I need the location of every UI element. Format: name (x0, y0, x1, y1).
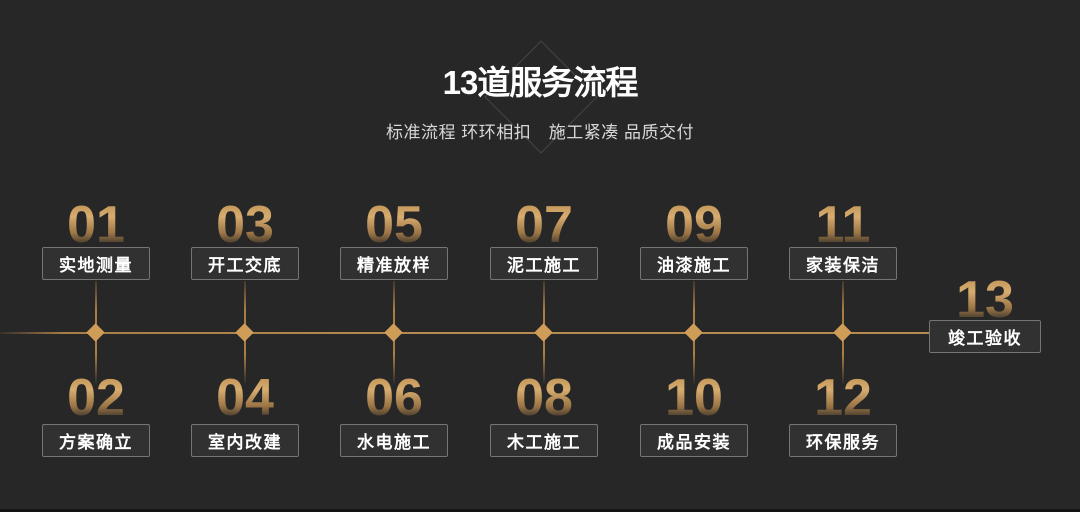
process-column-5: 09 油漆施工 10 成品安装 (619, 0, 769, 512)
step-box-09: 油漆施工 (640, 247, 748, 280)
timeline-node-diamond-1 (86, 323, 105, 342)
step-box-03: 开工交底 (191, 247, 299, 280)
step-box-04: 室内改建 (191, 424, 299, 457)
step-box-07: 泥工施工 (490, 247, 598, 280)
timeline-node-diamond-5 (684, 323, 703, 342)
step-box-01: 实地测量 (42, 247, 150, 280)
step-number-12: 12 (768, 372, 918, 424)
step-label-09: 油漆施工 (657, 256, 731, 275)
step-number-13: 13 (929, 274, 1041, 326)
step-number-04: 04 (170, 372, 320, 424)
timeline-line (0, 332, 929, 334)
step-label-06: 水电施工 (357, 433, 431, 452)
step-number-06: 06 (319, 372, 469, 424)
step-label-05: 精准放样 (357, 256, 431, 275)
step-label-01: 实地测量 (59, 256, 133, 275)
step-label-08: 木工施工 (507, 433, 581, 452)
step-number-10: 10 (619, 372, 769, 424)
step-box-06: 水电施工 (340, 424, 448, 457)
step-number-07: 07 (469, 199, 619, 251)
page-subtitle: 标准流程 环环相扣 施工紧凑 品质交付 (386, 123, 694, 142)
step-box-11: 家装保洁 (789, 247, 897, 280)
process-column-4: 07 泥工施工 08 木工施工 (469, 0, 619, 512)
step-number-11: 11 (768, 199, 918, 251)
step-label-12: 环保服务 (806, 433, 880, 452)
step-number-08: 08 (469, 372, 619, 424)
step-number-09: 09 (619, 199, 769, 251)
page-title: 13道服务流程 (442, 64, 639, 101)
step-label-03: 开工交底 (208, 256, 282, 275)
step-box-12: 环保服务 (789, 424, 897, 457)
step-box-13: 竣工验收 (929, 320, 1041, 353)
timeline-node-diamond-3 (384, 323, 403, 342)
step-label-02: 方案确立 (59, 433, 133, 452)
step-label-10: 成品安装 (657, 433, 731, 452)
process-column-1: 01 实地测量 02 方案确立 (21, 0, 171, 512)
step-number-03: 03 (170, 199, 320, 251)
step-number-05: 05 (319, 199, 469, 251)
step-box-05: 精准放样 (340, 247, 448, 280)
step-box-10: 成品安装 (640, 424, 748, 457)
step-label-04: 室内改建 (208, 433, 282, 452)
timeline-node-diamond-6 (833, 323, 852, 342)
step-label-13: 竣工验收 (948, 329, 1022, 348)
step-box-08: 木工施工 (490, 424, 598, 457)
step-box-02: 方案确立 (42, 424, 150, 457)
timeline-node-diamond-2 (235, 323, 254, 342)
step-label-11: 家装保洁 (806, 256, 880, 275)
bottom-edge-strip (0, 509, 1080, 512)
process-column-6: 11 家装保洁 12 环保服务 (768, 0, 918, 512)
timeline-node-diamond-4 (534, 323, 553, 342)
step-label-07: 泥工施工 (507, 256, 581, 275)
step-number-01: 01 (21, 199, 171, 251)
process-column-final: 13 竣工验收 (929, 0, 1041, 512)
process-column-3: 05 精准放样 06 水电施工 (319, 0, 469, 512)
process-column-2: 03 开工交底 04 室内改建 (170, 0, 320, 512)
step-number-02: 02 (21, 372, 171, 424)
